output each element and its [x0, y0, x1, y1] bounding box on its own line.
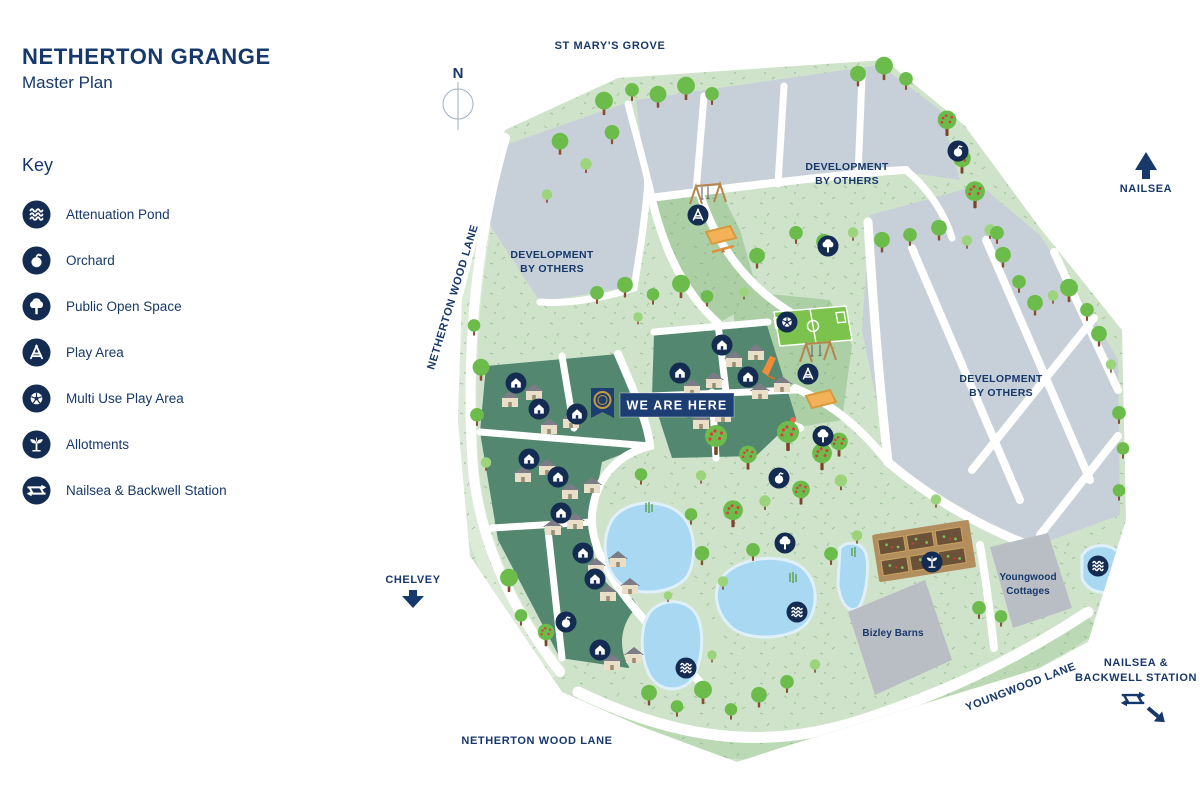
page-title: NETHERTON GRANGE [22, 44, 271, 69]
label-nailsea: NAILSEA [1120, 183, 1172, 195]
house-icon [528, 398, 550, 420]
label-chelvey: CHELVEY [385, 574, 440, 586]
bizley-barns-building [848, 580, 952, 695]
house-icon [584, 568, 606, 590]
key-item-label: Play Area [66, 345, 124, 360]
key-item-label: Orchard [66, 253, 115, 268]
map-markers [505, 140, 1109, 679]
attenuation-pond-icon [1087, 555, 1109, 577]
house-icon [737, 366, 759, 388]
attenuation-pond-icon [675, 657, 697, 679]
key-heading: Key [22, 155, 54, 175]
multi-use-play-area-icon [776, 311, 798, 333]
house-icon [505, 372, 527, 394]
pond-reeds [645, 502, 856, 583]
page-subtitle: Master Plan [22, 73, 113, 92]
label-st-marys-grove: ST MARY'S GROVE [555, 40, 666, 52]
house-icon [547, 466, 569, 488]
key-item-label: Public Open Space [66, 299, 182, 314]
key-item-play-area: Play Area [22, 338, 362, 367]
station-icon [22, 476, 51, 505]
public-open-space-icon [22, 292, 51, 321]
key-item-multi-use-play-area: Multi Use Play Area [22, 384, 362, 413]
youngwood-cottages-building [990, 533, 1072, 628]
house-icon [589, 639, 611, 661]
house-icon [669, 362, 691, 384]
play-equipment [689, 180, 838, 423]
key-item-label: Multi Use Play Area [66, 391, 184, 406]
we-are-here-label: WE ARE HERE [627, 399, 728, 413]
key-item-label: Nailsea & Backwell Station [66, 483, 227, 498]
national-rail-icon [1119, 690, 1147, 708]
house-icon [711, 334, 733, 356]
station-arrow-icon [1146, 706, 1165, 723]
public-open-space-icon [812, 425, 834, 447]
key-item-allotments: Allotments [22, 430, 362, 459]
attenuation-pond-icon [786, 601, 808, 623]
label-netherton-wood-lane-bottom: NETHERTON WOOD LANE [461, 735, 612, 747]
side-panel: NETHERTON GRANGE Master Plan Key Attenua… [22, 44, 362, 522]
house-icon [550, 502, 572, 524]
attenuation-pond-icon [22, 200, 51, 229]
nailsea-arrow-icon [1135, 152, 1157, 179]
allotments-icon [921, 551, 943, 573]
station-direction: NAILSEA &BACKWELL STATION [1075, 657, 1197, 723]
orchard-icon [768, 467, 790, 489]
orchard-icon [947, 140, 969, 162]
key-item-label: Attenuation Pond [66, 207, 170, 222]
play-area-icon [687, 204, 709, 226]
label-nailsea-backwell-station: NAILSEA &BACKWELL STATION [1075, 657, 1197, 684]
orchard-icon [22, 246, 51, 275]
chelvey-direction: CHELVEY [385, 574, 440, 608]
play-area-icon [22, 338, 51, 367]
house-icon [566, 403, 588, 425]
play-area-icon [797, 363, 819, 385]
compass: N [442, 65, 474, 130]
compass-north-label: N [453, 65, 464, 82]
chelvey-arrow-icon [402, 590, 424, 608]
orchard-icon [555, 611, 577, 633]
house-icon [518, 448, 540, 470]
key-item-attenuation-pond: Attenuation Pond [22, 200, 362, 229]
allotments-icon [22, 430, 51, 459]
nailsea-direction: NAILSEA [1120, 152, 1172, 195]
key-item-station: Nailsea & Backwell Station [22, 476, 362, 505]
key-item-public-open-space: Public Open Space [22, 292, 362, 321]
multi-use-play-area-icon [22, 384, 51, 413]
key-item-label: Allotments [66, 437, 130, 452]
label-bizley-barns: Bizley Barns [862, 628, 924, 639]
we-are-here-sign: WE ARE HERE [591, 388, 735, 418]
key-item-orchard: Orchard [22, 246, 362, 275]
public-open-space-icon [817, 235, 839, 257]
public-open-space-icon [774, 532, 796, 554]
allotments-plots [872, 519, 976, 583]
house-icon [572, 542, 594, 564]
